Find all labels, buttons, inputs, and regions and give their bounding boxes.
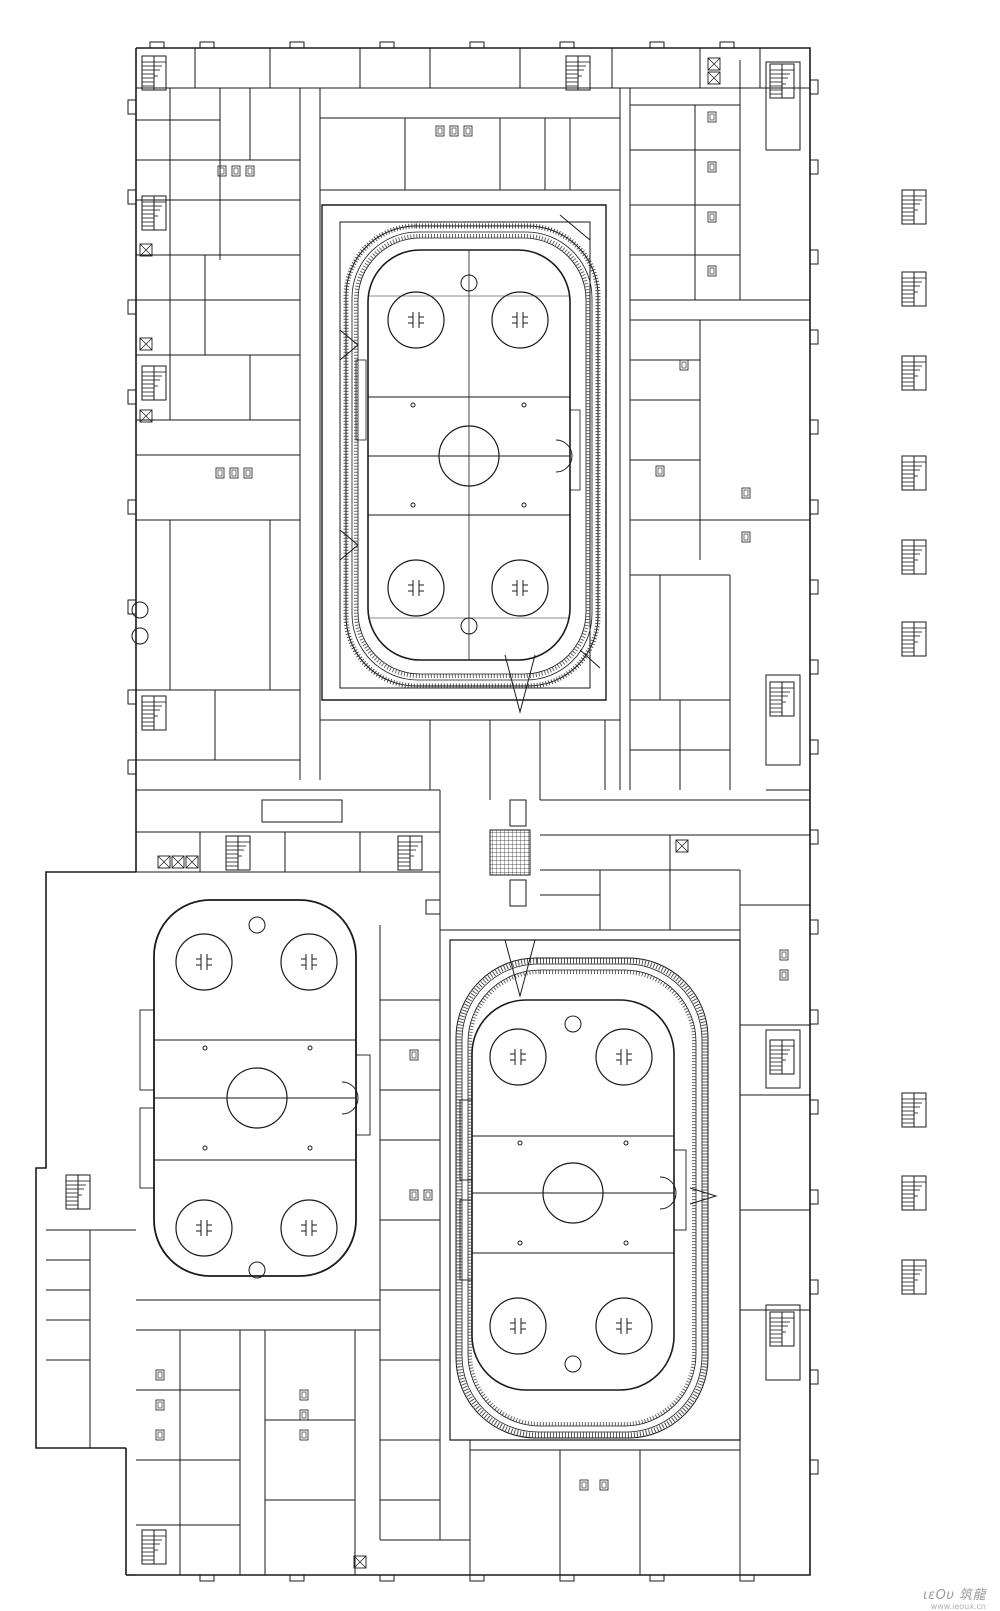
exterior-markers <box>901 189 927 1295</box>
building-outline <box>35 47 811 1576</box>
stairs <box>65 55 795 1565</box>
wall-notches <box>127 41 819 1582</box>
round-fixtures <box>131 601 441 915</box>
interior-walls <box>35 48 810 1575</box>
main-arena-bowl <box>321 204 607 714</box>
community-rink <box>139 899 371 1279</box>
secondary-arena-rink <box>459 999 687 1391</box>
secondary-arena-bowl <box>449 939 741 1441</box>
watermark-url: www.ieoux.cn <box>930 1602 986 1611</box>
main-arena-rink <box>355 249 581 661</box>
watermark-logo: ιεΟυ 筑龍 <box>923 1588 986 1603</box>
mechanical-boxes <box>139 57 721 1569</box>
